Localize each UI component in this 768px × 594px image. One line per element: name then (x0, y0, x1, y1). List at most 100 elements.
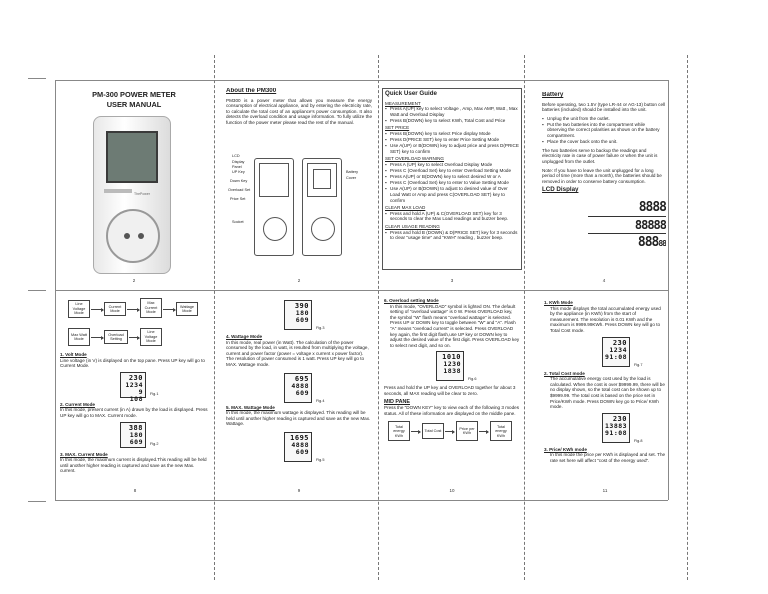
page-number: 11 (602, 488, 608, 494)
page-number: 2 (297, 278, 301, 284)
label-battery-cover: Battery Cover (346, 170, 359, 180)
section-body: In this mode the price per KWh is displa… (550, 452, 666, 463)
section-title: 6. Overload setting Mode (384, 298, 439, 303)
section-body: In this mode, real power (in Watt). The … (226, 339, 369, 367)
section-title: 3. Price/ KWh mode (544, 446, 587, 452)
section-title: 2. Total Cost mode (544, 370, 585, 376)
page-8-panel: Line Voltage Mode Current Mode Max Curre… (60, 296, 210, 498)
flow-arrow (445, 430, 455, 434)
flow-box: Line Voltage Mode (68, 300, 90, 318)
device-diagram: LCD Display Panel UP Key Down Key Overlo… (226, 154, 372, 264)
section-body: Line voltage (in V) is displayed on the … (60, 357, 205, 369)
section-title: 3. MAX. Current Mode (60, 451, 108, 457)
page-number: 9 (297, 488, 301, 494)
left-rule (55, 80, 56, 500)
lcd-figure: 1010 1230 1838 (436, 351, 464, 382)
back-view (302, 158, 342, 256)
list-item: Press D(PRICE SET) key to enter Price Se… (385, 137, 519, 143)
section-title: MID PANE (384, 398, 410, 405)
page-number: 3 (450, 278, 454, 284)
figure-3: 390 180 609 Fig.3 (226, 298, 372, 334)
cover-panel: PM-300 POWER METER USER MANUAL ThePower … (58, 84, 210, 288)
bullet-list: Unplug the unit from the outlet. Put the… (542, 116, 666, 145)
quick-guide-panel: Quick User Guide MEASUREMENT Press A(UP)… (382, 88, 522, 288)
section-body: Press the "DOWN KEY" key to view each of… (384, 405, 520, 416)
figure-caption: Fig.1 (150, 391, 159, 396)
flow-box: Total energy KWh (388, 421, 410, 442)
flow-box: Overload Setting (104, 330, 128, 344)
list-item: Press B(DOWN) key to select KWh, Total C… (385, 118, 519, 124)
brand-label: ThePower (134, 192, 150, 196)
section-title: 4. Wattage Mode (226, 334, 263, 339)
section-heading: CLEAR USAGE READING (385, 223, 440, 229)
battery-panel: Battery Before operating, two 1.5V (type… (542, 92, 666, 288)
lcd-display-title: LCD Display (542, 186, 579, 194)
flow-box: Max Watt Mode (68, 328, 90, 346)
list-item: Unplug the unit from the outlet. (542, 116, 666, 122)
lcd-figure: 695 4888 609 (284, 372, 312, 403)
lcd-figure: 230 1234 91:08 (602, 336, 630, 367)
page-number: 8 (133, 488, 137, 494)
section-title: 2. Current Mode (60, 401, 95, 407)
crop-mark-top (28, 78, 46, 79)
battery-intro: Before operating, two 1.5V (type LR-44 o… (542, 101, 666, 113)
bullet-list: Press B(DOWN) key to select Price displa… (385, 131, 519, 154)
lcd-window (106, 131, 158, 183)
section-body: In this mode, present current (in A) dra… (60, 407, 208, 418)
fold-line-3 (524, 55, 525, 580)
flow-arrow (91, 335, 104, 339)
section-heading: MEASUREMENT (385, 100, 421, 106)
lcd-figure: 1695 4888 609 (284, 431, 312, 462)
flow-box: Wattage Mode (176, 302, 198, 316)
top-rule (55, 80, 668, 81)
fold-line-1 (214, 55, 215, 580)
section-title: 5. MAX. Wattage Mode (226, 404, 275, 410)
section-title: 1. Volt Mode (60, 352, 87, 357)
list-item: Use A(UP) or B(DOWN) to adjust to desire… (385, 186, 519, 203)
section-body: In this mode, the maximum wattage is dis… (226, 410, 371, 427)
section-title: Battery (542, 92, 564, 98)
figure-caption: Fig.4 (316, 398, 325, 403)
list-item: Press A(UP) key to select Voltage , Amp,… (385, 106, 519, 117)
mode-flowchart: Line Voltage Mode Current Mode Max Curre… (60, 296, 210, 352)
list-item: Press B(DOWN) key to select Price displa… (385, 131, 519, 137)
page-number: 10 (449, 488, 455, 494)
flow-box: Price per KWh (456, 421, 478, 442)
crop-mark-mid (28, 290, 46, 291)
battery-backup: The two batteries serve to backup the re… (542, 147, 658, 164)
lcd-segment-diagram: 8888 88888 88888 (588, 200, 666, 272)
button-strip (104, 189, 132, 193)
flow-arrow (129, 335, 140, 339)
page-number: 4 (602, 278, 606, 284)
lcd-figure: 388 180 609 (120, 421, 146, 448)
lcd-figure: 230 13883 91:08 (602, 412, 630, 443)
list-item: Press A (UP) key to select Overload Disp… (385, 162, 519, 168)
section-body: The accumulative energy cost used by the… (550, 376, 665, 410)
label-socket: Socket (232, 220, 244, 224)
lcd-figure: 390 180 609 (284, 300, 312, 330)
flow-box: Max Current Mode (140, 298, 162, 318)
bottom-rule (55, 500, 668, 501)
list-item: Use A(UP) or B(DOWN) key to adjust price… (385, 143, 519, 154)
middle-rule (55, 290, 668, 291)
figure-7: 230 1234 91:08 Fig.7 (544, 336, 666, 371)
quick-guide-box: Quick User Guide MEASUREMENT Press A(UP)… (382, 88, 522, 270)
list-item: Press and hold A (UP) & C(OVERLOAD SET) … (385, 211, 519, 222)
label-down-key: Down Key (230, 179, 248, 183)
figure-4: 695 4888 609 Fig.4 (226, 371, 372, 405)
section-title: 1. KWh Mode (544, 300, 573, 305)
figure-8: 230 13883 91:08 Fig.8 (544, 412, 666, 447)
list-item: Put the two batteries into the compartme… (542, 122, 666, 139)
page-9-panel: 390 180 609 Fig.3 4. Wattage Mode In thi… (226, 298, 372, 498)
crop-mark-bottom (28, 501, 46, 502)
figure-1: 230 1234 9 108 Fig.1 (60, 371, 210, 402)
label-overload-set: Overload Set (228, 188, 251, 192)
fold-line-4 (687, 55, 688, 580)
figure-2: 388 180 609 Fig.2 (60, 421, 210, 450)
flow-box: Total energy KWh (490, 421, 512, 442)
figure-caption: Fig.7 (634, 362, 643, 367)
section-body: This mode displays the total accumulated… (550, 305, 661, 333)
section-heading: SET OVERLOAD WARNING (385, 156, 444, 162)
list-item: Press C (Overload Set) key to enter to V… (385, 180, 519, 186)
